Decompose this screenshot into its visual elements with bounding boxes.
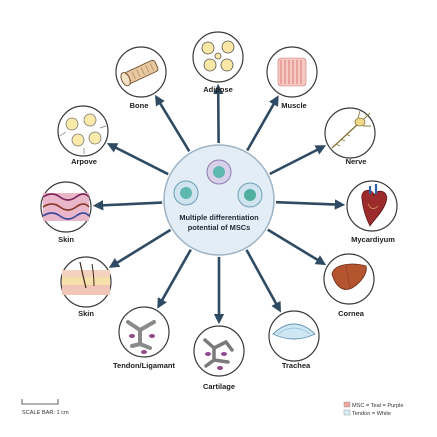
stem-cell-icon [173,159,263,208]
node-arpove: Arpove [57,105,109,166]
node-skin-hair: Skin [60,256,112,318]
liver-icon [331,263,367,290]
tendon-icon [126,320,156,354]
node-nerve: Nerve [324,107,376,166]
node-label-trachea: Trachea [282,361,311,370]
arrow-to-skin1 [92,200,163,211]
skin-tissue-icon [42,193,90,221]
node-label-skin-1: Skin [58,235,74,244]
legend-swatch-tendon [343,409,351,416]
node-label-muscle: Muscle [281,101,306,110]
node-label-nerve: Nerve [346,157,367,166]
skin-hair-icon [62,261,110,295]
node-label-cartilage: Cartilage [203,382,235,391]
scale-bar-label: SCALE BAR: 1 cm [22,410,69,416]
node-skin-tissue: Skin [40,181,92,244]
node-label-bone: Bone [130,101,149,110]
node-label-tendon: Tendon/Ligamant [113,361,175,370]
bone-icon [120,59,159,87]
node-myocardium: Mycardiyum [346,180,398,244]
center-msc-circle: Multiple differentiation potential of MS… [163,144,275,256]
node-label-myocardium: Mycardiyum [351,235,395,244]
arrow-to-cornea [267,228,327,266]
node-cartilage: Cartilage [193,325,245,391]
legend-text-tendon: Tendon = White [352,411,391,417]
heart-icon [361,184,388,227]
arrow-to-nerve [269,145,327,176]
arrow-to-trachea [245,249,282,313]
arrow-to-myocardium [275,199,346,210]
adipose-icon [201,40,235,72]
arrows [92,83,346,325]
cartilage-icon [203,338,234,370]
node-label-adipose: Adipose [203,85,233,94]
node-label-arpove: Arpove [71,157,97,166]
arrow-to-skin2 [108,228,172,268]
node-label-skin-2: Skin [78,309,94,318]
node-trachea: Trachea [268,310,320,370]
arrow-to-tendon [157,248,192,309]
scale-bar: SCALE BAR: 1 cm [21,399,69,416]
fat-cells-icon [59,113,107,154]
node-label-cornea: Cornea [338,309,365,318]
legend-swatch-msc [343,401,351,408]
node-cornea: Cornea [323,253,375,318]
node-muscle: Muscle [266,46,318,110]
node-tendon: Tendon/Ligamant [113,306,175,370]
node-bone: Bone [115,46,167,110]
cornea-lens-icon [272,323,316,340]
node-adipose: Adipose [192,31,244,94]
arrow-to-arpove [106,143,169,176]
arrow-to-bone [154,94,191,152]
neuron-icon [331,110,371,149]
center-title-line2: potential of MSCs [188,223,250,232]
legend-text-msc: MSC = Teal = Purple [352,403,404,409]
legend: MSC = Teal = Purple Tendon = White [343,401,404,417]
arrow-to-muscle [246,95,279,152]
muscle-fiber-icon [277,57,307,87]
center-title-line1: Multiple differentiation [179,213,259,222]
